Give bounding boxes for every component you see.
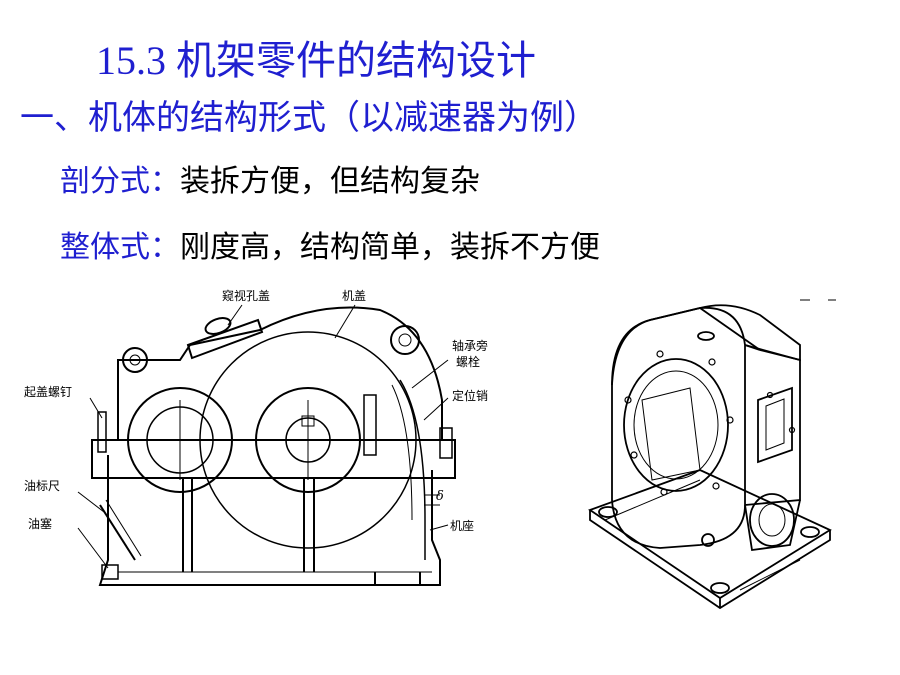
integral-type-line: 整体式：刚度高，结构简单，装拆不方便 (60, 222, 600, 266)
label-bearing-bolt-1: 轴承旁 (452, 338, 488, 353)
integral-type-term: 整体式： (60, 230, 180, 265)
label-cover: 机盖 (342, 289, 366, 303)
split-type-desc: 装拆方便，但结构复杂 (180, 164, 480, 199)
label-inspection-cover: 窥视孔盖 (222, 288, 270, 303)
split-type-term: 剖分式： (60, 164, 180, 199)
integral-type-desc: 刚度高，结构简单，装拆不方便 (180, 230, 600, 265)
label-bearing-bolt-2: 螺栓 (456, 354, 480, 369)
label-dipstick: 油标尺 (24, 479, 60, 493)
label-base: 机座 (450, 518, 474, 533)
section-heading: 一、机体的结构形式（以减速器为例） (20, 98, 598, 138)
label-lifting-screw: 起盖螺钉 (24, 385, 72, 399)
label-drain-plug: 油塞 (28, 516, 52, 531)
label-gap-symbol: δ (436, 489, 444, 504)
split-type-line: 剖分式：装拆方便，但结构复杂 (60, 156, 480, 200)
slide-title: 15.3 机架零件的结构设计 (96, 38, 536, 83)
label-locating-pin: 定位销 (452, 388, 488, 403)
